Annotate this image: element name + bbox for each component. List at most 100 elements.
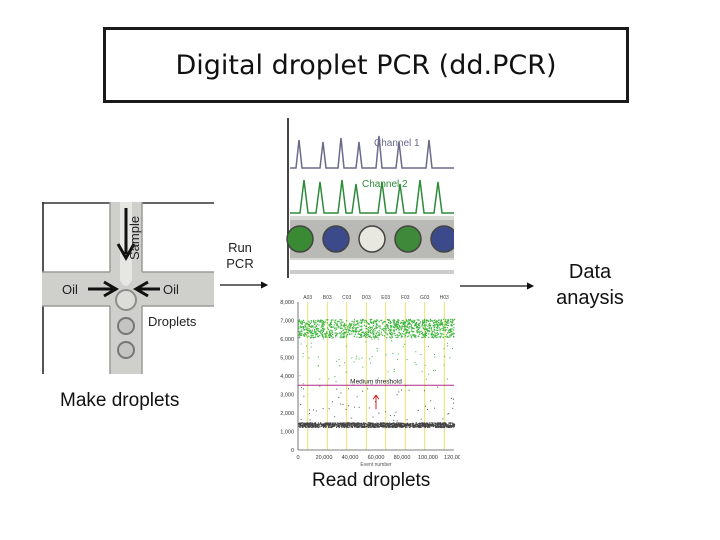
data-point: [394, 332, 396, 335]
data-point: [449, 331, 452, 333]
data-point: [298, 323, 300, 325]
data-point: [361, 424, 363, 426]
data-point: [329, 325, 331, 327]
data-point: [352, 423, 354, 425]
data-point: [426, 422, 428, 425]
data-point: [397, 424, 399, 426]
data-point: [310, 329, 312, 331]
data-point: [339, 326, 341, 328]
data-point: [453, 425, 456, 427]
data-point: [339, 365, 341, 367]
data-point: [308, 424, 310, 426]
data-point: [431, 336, 433, 339]
data-point: [452, 319, 455, 321]
data-point: [423, 335, 426, 337]
data-point: [328, 332, 331, 334]
data-point: [314, 326, 316, 328]
data-point: [393, 324, 396, 326]
data-point: [335, 424, 338, 426]
data-point: [453, 329, 455, 331]
data-point: [339, 333, 341, 335]
data-point: [436, 323, 438, 325]
data-point: [415, 364, 417, 366]
data-point: [303, 424, 305, 426]
data-point: [450, 397, 452, 399]
data-point: [378, 425, 380, 427]
data-point: [363, 324, 365, 326]
data-point: [408, 332, 410, 335]
data-point: [362, 422, 365, 424]
channel1-label: Channel 1: [374, 138, 420, 149]
data-point: [450, 324, 452, 327]
data-point: [379, 422, 382, 424]
data-point: [389, 336, 391, 338]
data-point: [413, 423, 415, 425]
data-point: [396, 423, 398, 425]
data-point: [351, 426, 353, 428]
data-point: [443, 327, 445, 329]
data-point: [417, 323, 419, 326]
oil-right-label: Oil: [163, 282, 179, 297]
data-point: [370, 321, 372, 323]
data-point: [429, 322, 431, 325]
data-point: [364, 319, 366, 322]
data-point: [358, 330, 360, 332]
data-point: [377, 319, 379, 321]
data-point: [401, 424, 404, 427]
data-point: [311, 331, 313, 333]
data-point: [345, 424, 348, 426]
data-point: [394, 325, 397, 327]
data-point: [424, 332, 426, 334]
x-tick-label: 80,000: [394, 455, 411, 461]
data-point: [318, 331, 321, 333]
data-point: [423, 426, 426, 428]
data-point: [326, 327, 329, 329]
data-point: [330, 323, 333, 325]
data-point: [353, 320, 355, 322]
data-point: [422, 322, 424, 325]
data-point: [371, 322, 373, 325]
data-point: [423, 333, 425, 336]
data-point: [378, 334, 380, 336]
data-point: [314, 329, 316, 331]
data-point: [430, 334, 432, 336]
data-point: [356, 320, 358, 322]
data-point: [303, 329, 305, 331]
data-point: [384, 424, 386, 426]
data-point: [421, 333, 424, 335]
data-point: [410, 335, 412, 337]
data-point: [315, 320, 317, 322]
data-point: [303, 333, 305, 336]
data-point: [346, 426, 348, 428]
data-point: [334, 424, 336, 426]
data-point: [388, 378, 390, 380]
data-point: [416, 423, 418, 425]
data-point: [363, 332, 365, 334]
data-point: [408, 332, 411, 334]
data-point: [314, 422, 316, 425]
data-point: [360, 329, 362, 332]
data-point: [442, 323, 444, 326]
data-point: [309, 426, 311, 428]
data-point: [421, 424, 423, 426]
data-point: [449, 422, 452, 424]
data-point: [438, 319, 440, 321]
data-point: [329, 324, 331, 326]
data-point: [436, 320, 439, 322]
data-point: [437, 423, 439, 425]
data-point: [311, 423, 313, 426]
data-point: [389, 414, 391, 416]
data-point: [446, 426, 448, 428]
data-point: [321, 333, 323, 335]
data-point: [303, 383, 305, 385]
data-point: [406, 329, 408, 331]
data-point: [398, 319, 400, 322]
data-point: [431, 335, 433, 338]
data-point: [442, 424, 444, 426]
data-point: [390, 333, 392, 336]
data-point: [433, 424, 435, 426]
data-point: [334, 376, 336, 378]
data-point: [306, 336, 308, 338]
data-point: [427, 329, 429, 332]
data-point: [347, 388, 349, 390]
